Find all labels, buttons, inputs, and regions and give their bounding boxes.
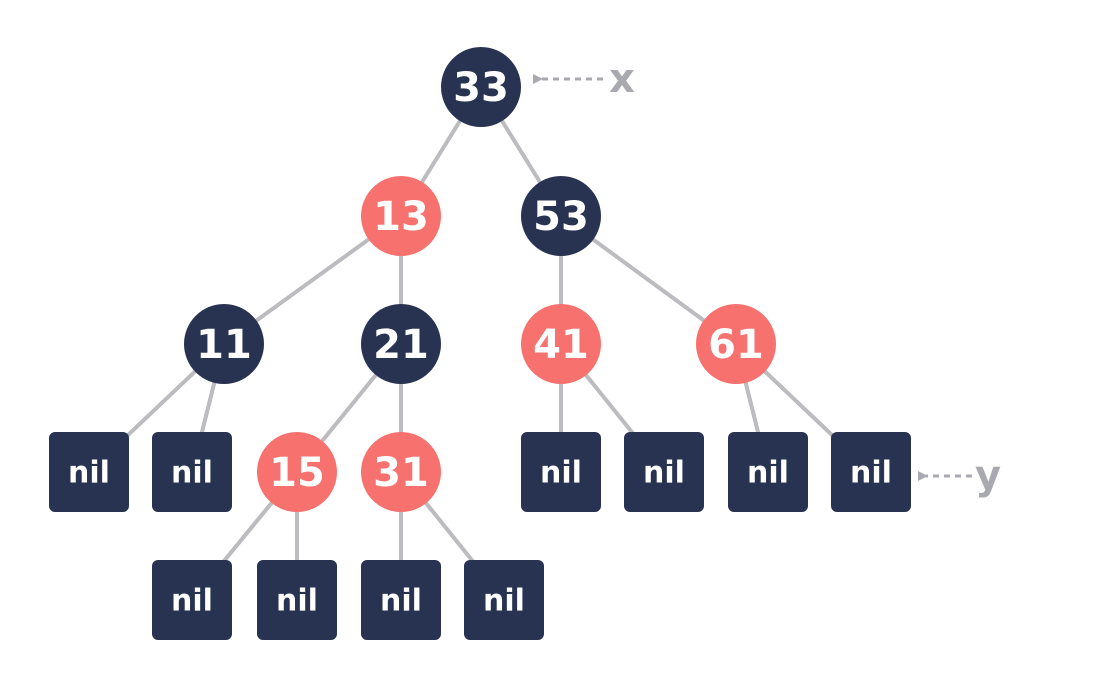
nil-leaf-box [49, 432, 129, 512]
node-label: 53 [533, 194, 589, 240]
nil-leaf: nil [361, 560, 441, 640]
nil-leaf-box [728, 432, 808, 512]
nil-leaf-box [361, 560, 441, 640]
node-label: 11 [196, 322, 252, 368]
nil-leaf: nil [152, 432, 232, 512]
tree-nodes: 33 13 53 11 21 41 61 15 31 nil nil nil nil nil nil nil n… [49, 47, 911, 640]
tree-node-53: 53 [521, 176, 601, 256]
nil-leaf: nil [624, 432, 704, 512]
nil-leaf: nil [728, 432, 808, 512]
tree-node-31: 31 [361, 432, 441, 512]
node-label: 31 [373, 450, 429, 496]
nil-leaf-label: nil [540, 456, 582, 491]
tree-node-33: 33 [441, 47, 521, 127]
nil-leaf: nil [521, 432, 601, 512]
tree-node-13: 13 [361, 176, 441, 256]
nil-leaf-box [152, 560, 232, 640]
pointer-y: y [918, 453, 1001, 499]
nil-leaf: nil [49, 432, 129, 512]
nil-leaf-box [831, 432, 911, 512]
nil-leaf-label: nil [68, 456, 110, 491]
black-node-circle [361, 304, 441, 384]
nil-leaf: nil [464, 560, 544, 640]
pointer-label: y [975, 453, 1001, 499]
tree-node-21: 21 [361, 304, 441, 384]
node-label: 33 [453, 65, 509, 111]
nil-leaf-box [521, 432, 601, 512]
nil-leaf-label: nil [276, 584, 318, 619]
node-label: 21 [373, 322, 429, 368]
tree-node-41: 41 [521, 304, 601, 384]
pointer-label: x [609, 56, 635, 102]
black-node-circle [521, 176, 601, 256]
black-node-circle [184, 304, 264, 384]
node-label: 41 [533, 322, 589, 368]
tree-node-11: 11 [184, 304, 264, 384]
tree-node-61: 61 [696, 304, 776, 384]
nil-leaf-label: nil [850, 456, 892, 491]
nil-leaf-label: nil [643, 456, 685, 491]
red-node-circle [521, 304, 601, 384]
red-node-circle [696, 304, 776, 384]
nil-leaf-label: nil [380, 584, 422, 619]
nil-leaf-box [152, 432, 232, 512]
nil-leaf: nil [152, 560, 232, 640]
nil-leaf-label: nil [171, 584, 213, 619]
nil-leaf-label: nil [483, 584, 525, 619]
red-node-circle [257, 432, 337, 512]
black-node-circle [441, 47, 521, 127]
nil-leaf-box [464, 560, 544, 640]
pointer-arrows: xy [533, 56, 1001, 499]
nil-leaf: nil [257, 560, 337, 640]
nil-leaf-box [257, 560, 337, 640]
nil-leaf: nil [831, 432, 911, 512]
node-label: 15 [269, 450, 325, 496]
nil-leaf-label: nil [171, 456, 213, 491]
red-node-circle [361, 176, 441, 256]
node-label: 61 [708, 322, 764, 368]
pointer-x: x [533, 56, 635, 102]
nil-leaf-box [624, 432, 704, 512]
red-node-circle [361, 432, 441, 512]
node-label: 13 [373, 194, 429, 240]
nil-leaf-label: nil [747, 456, 789, 491]
tree-node-15: 15 [257, 432, 337, 512]
